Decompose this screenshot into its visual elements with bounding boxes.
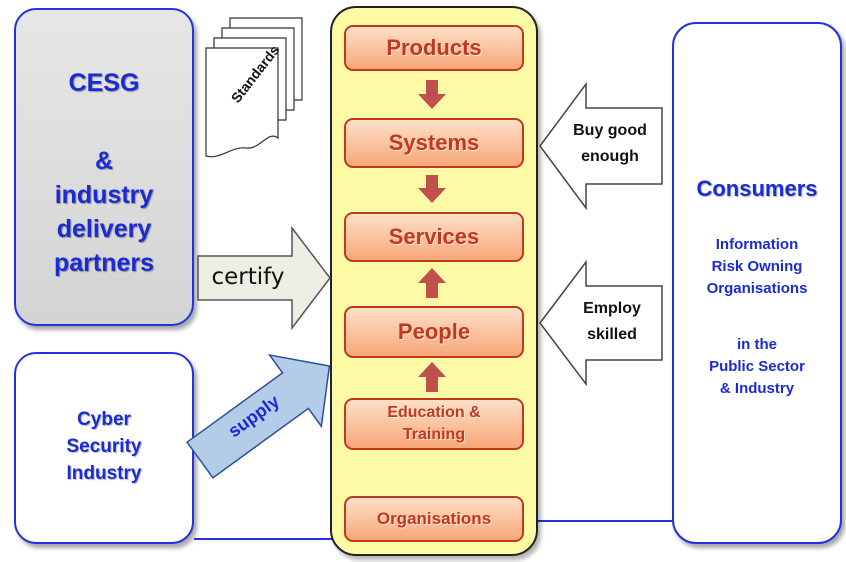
buy-good-enough-label: Buy good enough bbox=[573, 122, 647, 165]
stage-organisations: Organisations bbox=[344, 496, 524, 542]
delivery-label: delivery bbox=[56, 215, 152, 243]
consumers-description: Information Risk Owning Organisations bbox=[706, 236, 808, 297]
cesg-label: CESG bbox=[68, 69, 140, 97]
employ-skilled-arrow bbox=[539, 259, 663, 387]
buy-good-enough-arrow bbox=[539, 81, 663, 211]
employ-skilled-label: Employ skilled bbox=[583, 300, 641, 343]
cesg-partners-box: CESG & industry delivery partners bbox=[14, 8, 194, 326]
consumers-title: Consumers bbox=[696, 176, 818, 201]
cyber-security-industry-box: Cyber Security Industry bbox=[14, 352, 194, 544]
arrow-down-systems-services bbox=[418, 175, 446, 203]
stage-services: Services bbox=[344, 212, 524, 262]
connector-line-right bbox=[524, 520, 674, 522]
standards-document-icon bbox=[205, 17, 303, 158]
consumers-sector: in the Public Sector & Industry bbox=[709, 336, 805, 397]
stage-people: People bbox=[344, 306, 524, 358]
consumers-box: Consumers Information Risk Owning Organi… bbox=[672, 22, 842, 544]
arrow-down-products-systems bbox=[418, 80, 446, 109]
cyber-security-label: Cyber Security Industry bbox=[66, 409, 142, 484]
arrow-up-people-services bbox=[418, 268, 446, 298]
connector-line-left bbox=[194, 538, 344, 540]
certify-arrow bbox=[197, 225, 331, 331]
stage-systems: Systems bbox=[344, 118, 524, 168]
ampersand-label: & bbox=[94, 147, 114, 175]
arrow-up-education-people bbox=[418, 362, 446, 392]
stage-products: Products bbox=[344, 25, 524, 71]
stage-education-training: Education & Training bbox=[344, 398, 524, 450]
certify-label: certify bbox=[211, 264, 285, 290]
supply-arrow bbox=[186, 353, 331, 479]
partners-label: partners bbox=[53, 249, 155, 277]
industry-label: industry bbox=[54, 181, 154, 209]
